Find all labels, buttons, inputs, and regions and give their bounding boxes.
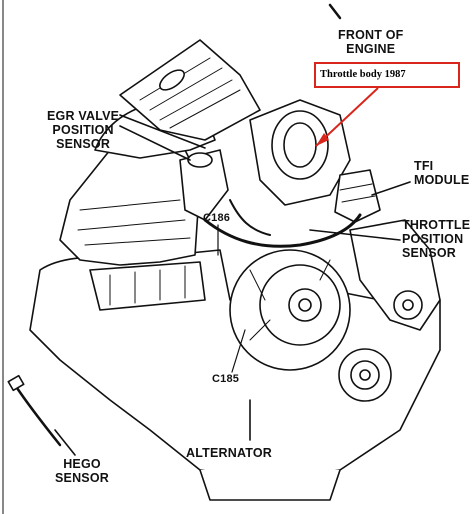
wiring-harness [203, 213, 362, 248]
front-of-engine-label: FRONT OF ENGINE [338, 28, 404, 56]
throttle-body-callout: Throttle body 1987 [314, 62, 460, 88]
throttle-position-sensor-label: THROTTLE POSITION SENSOR [402, 218, 471, 260]
egr-valve-position-sensor-label: EGR VALVE POSITION SENSOR [47, 109, 120, 151]
c185-connector-label: C185 [212, 373, 240, 385]
hego-sensor-label: HEGO SENSOR [55, 457, 109, 485]
ford-logo [159, 69, 185, 91]
throttle-body-callout-text: Throttle body 1987 [320, 69, 406, 80]
tfi-module-label: TFI MODULE [414, 159, 470, 187]
alternator-label: ALTERNATOR [186, 446, 273, 460]
egr-valve-shape [179, 149, 229, 221]
tfi-module-shape [334, 169, 381, 223]
crank-pulley [338, 348, 392, 402]
cylinder-head-left [59, 139, 201, 266]
c186-connector-label: C186 [203, 212, 231, 224]
exhaust-manifold [89, 261, 206, 311]
hego-wire [13, 383, 62, 447]
